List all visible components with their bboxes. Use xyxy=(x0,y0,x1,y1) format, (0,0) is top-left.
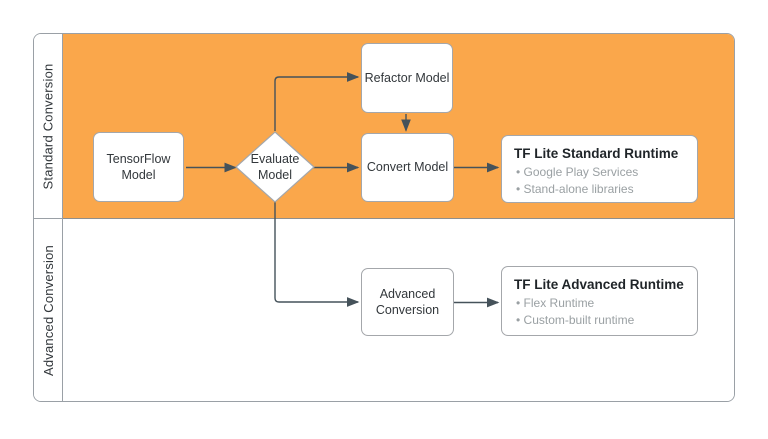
lane-header-standard: Standard Conversion xyxy=(34,34,63,219)
node-advanced-conversion-label: Advanced Conversion xyxy=(375,286,440,317)
node-tensorflow-model-label: TensorFlow Model xyxy=(106,151,171,182)
node-tflite-standard-runtime: TF Lite Standard Runtime Google Play Ser… xyxy=(501,135,698,203)
node-tensorflow-model: TensorFlow Model xyxy=(93,132,184,202)
bullet-item: Custom-built runtime xyxy=(516,312,689,329)
tflite-standard-runtime-bullets: Google Play Services Stand-alone librari… xyxy=(514,164,689,198)
node-refactor-model: Refactor Model xyxy=(361,43,453,113)
node-tflite-advanced-runtime: TF Lite Advanced Runtime Flex Runtime Cu… xyxy=(501,266,698,336)
lane-header-advanced: Advanced Conversion xyxy=(34,219,63,401)
node-evaluate-model-label: Evaluate Model xyxy=(250,151,300,182)
lane-label-advanced: Advanced Conversion xyxy=(40,244,56,376)
lane-label-standard: Standard Conversion xyxy=(40,63,56,189)
node-evaluate-model: Evaluate Model xyxy=(236,133,314,201)
bullet-item: Flex Runtime xyxy=(516,295,689,312)
node-convert-model-label: Convert Model xyxy=(366,160,449,175)
tflite-advanced-runtime-title: TF Lite Advanced Runtime xyxy=(514,277,684,292)
node-refactor-model-label: Refactor Model xyxy=(364,70,450,85)
tflite-standard-runtime-title: TF Lite Standard Runtime xyxy=(514,146,679,161)
node-convert-model: Convert Model xyxy=(361,133,454,202)
bullet-item: Google Play Services xyxy=(516,164,689,181)
tflite-advanced-runtime-bullets: Flex Runtime Custom-built runtime xyxy=(514,295,689,329)
bullet-item: Stand-alone libraries xyxy=(516,181,689,198)
node-advanced-conversion: Advanced Conversion xyxy=(361,268,454,336)
